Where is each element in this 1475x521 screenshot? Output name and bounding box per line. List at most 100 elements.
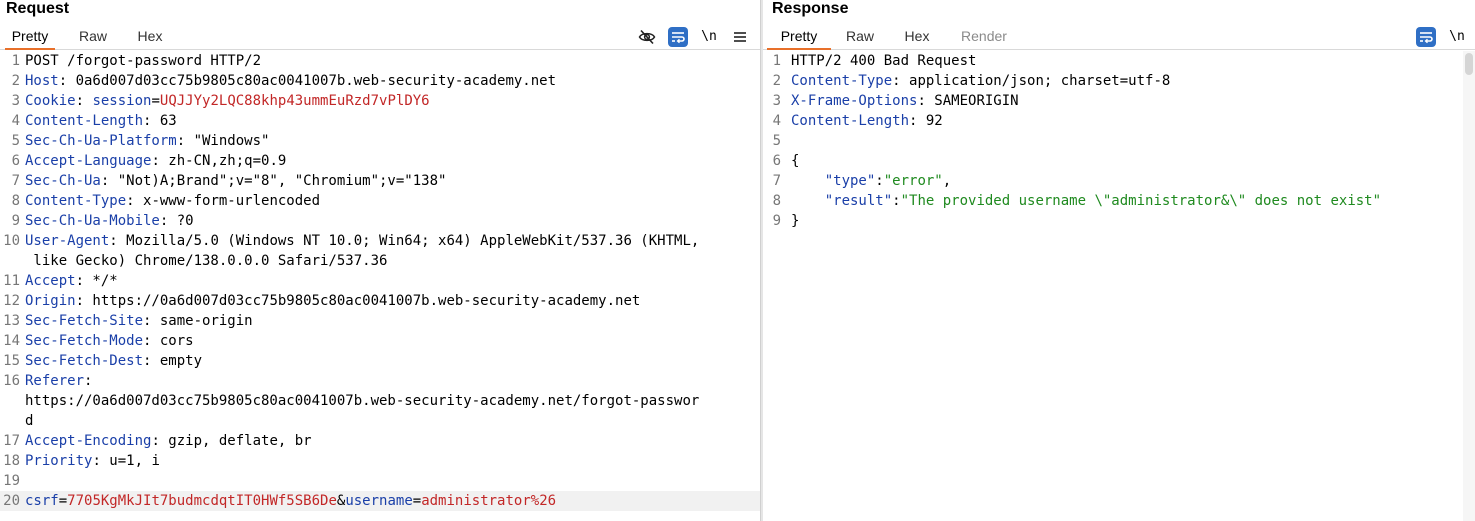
line-code[interactable]: "result":"The provided username \"admini…	[791, 191, 1381, 211]
line-code[interactable]: HTTP/2 400 Bad Request	[791, 51, 976, 71]
line-number: 17	[3, 433, 20, 449]
response-scrollbar[interactable]	[1463, 51, 1475, 521]
line-number: 18	[3, 453, 20, 469]
line-code[interactable]: Origin: https://0a6d007d03cc75b9805c80ac…	[25, 291, 640, 311]
line-code[interactable]: Content-Length: 92	[791, 111, 943, 131]
response-wrap-lines-button[interactable]	[1415, 26, 1437, 48]
line-code[interactable]: {	[791, 151, 799, 171]
code-token: Priority	[25, 453, 93, 469]
line-code[interactable]: Sec-Ch-Ua: "Not)A;Brand";v="8", "Chromiu…	[25, 171, 446, 191]
wrap-lines-button[interactable]	[667, 26, 689, 48]
hide-headers-button[interactable]	[636, 26, 658, 48]
line-code[interactable]: "type":"error",	[791, 171, 951, 191]
editor-line[interactable]: 2 Content-Type: application/json; charset…	[763, 71, 1475, 91]
line-number: 2	[11, 73, 20, 89]
editor-line[interactable]: like Gecko) Chrome/138.0.0.0 Safari/537.…	[0, 251, 760, 271]
editor-line[interactable]: 8 "result":"The provided username \"admi…	[763, 191, 1475, 211]
line-code[interactable]: POST /forgot-password HTTP/2	[25, 51, 261, 71]
line-code[interactable]: Accept: */*	[25, 271, 118, 291]
response-tab-raw[interactable]: Raw	[845, 28, 874, 44]
response-scroll-thumb[interactable]	[1465, 53, 1473, 75]
editor-line[interactable]: 3 Cookie: session=UQJJYy2LQC88khp43ummEuR…	[0, 91, 760, 111]
editor-line[interactable]: 17 Accept-Encoding: gzip, deflate, br	[0, 431, 760, 451]
line-code[interactable]: Accept-Language: zh-CN,zh;q=0.9	[25, 151, 286, 171]
editor-line[interactable]: 7 "type":"error",	[763, 171, 1475, 191]
code-token: : cors	[143, 333, 194, 349]
line-code[interactable]: Content-Type: application/json; charset=…	[791, 71, 1170, 91]
line-code[interactable]: d	[25, 411, 33, 431]
response-show-newlines-button[interactable]: \n	[1449, 29, 1465, 44]
editor-line[interactable]: d	[0, 411, 760, 431]
line-number: 9	[772, 213, 781, 229]
request-title: Request	[6, 0, 70, 17]
line-code[interactable]: Cookie: session=UQJJYy2LQC88khp43ummEuRz…	[25, 91, 430, 111]
editor-line[interactable]: 19	[0, 471, 760, 491]
line-code[interactable]: }	[791, 211, 799, 231]
code-token: csrf	[25, 493, 59, 509]
line-number: 10	[3, 233, 20, 249]
line-code[interactable]: User-Agent: Mozilla/5.0 (Windows NT 10.0…	[25, 231, 699, 251]
line-code[interactable]: csrf=7705KgMkJIt7budmcdqtIT0HWf5SB6De&us…	[25, 491, 556, 511]
line-code[interactable]: X-Frame-Options: SAMEORIGIN	[791, 91, 1019, 111]
line-code[interactable]: Sec-Fetch-Mode: cors	[25, 331, 194, 351]
editor-line[interactable]: 9}	[763, 211, 1475, 231]
line-code[interactable]: Sec-Ch-Ua-Mobile: ?0	[25, 211, 194, 231]
line-code[interactable]: https://0a6d007d03cc75b9805c80ac0041007b…	[25, 391, 699, 411]
response-tab-hex[interactable]: Hex	[904, 28, 930, 44]
line-number: 5	[772, 133, 781, 149]
line-code[interactable]: Sec-Fetch-Site: same-origin	[25, 311, 253, 331]
line-code[interactable]: Sec-Ch-Ua-Platform: "Windows"	[25, 131, 269, 151]
line-code[interactable]: Accept-Encoding: gzip, deflate, br	[25, 431, 312, 451]
response-tab-pretty[interactable]: Pretty	[767, 24, 831, 50]
editor-line[interactable]: 7 Sec-Ch-Ua: "Not)A;Brand";v="8", "Chromi…	[0, 171, 760, 191]
line-code[interactable]: Content-Type: x-www-form-urlencoded	[25, 191, 320, 211]
response-tabbar: Pretty Raw Hex Render \n	[763, 24, 1475, 50]
editor-line[interactable]: 5	[763, 131, 1475, 151]
line-number: 3	[11, 93, 20, 109]
editor-line[interactable]: https://0a6d007d03cc75b9805c80ac0041007b…	[0, 391, 760, 411]
line-code[interactable]: Sec-Fetch-Dest: empty	[25, 351, 202, 371]
line-code[interactable]: like Gecko) Chrome/138.0.0.0 Safari/537.…	[25, 251, 387, 271]
options-menu-button[interactable]	[729, 26, 751, 48]
show-newlines-button[interactable]: \n	[701, 29, 717, 44]
line-code[interactable]: Content-Length: 63	[25, 111, 177, 131]
editor-line[interactable]: 16 Referer:	[0, 371, 760, 391]
pane-divider[interactable]	[760, 0, 763, 521]
editor-line[interactable]: 18 Priority: u=1, i	[0, 451, 760, 471]
code-token: : empty	[143, 353, 203, 369]
line-number: 2	[772, 73, 781, 89]
request-tab-hex[interactable]: Hex	[137, 28, 163, 44]
code-token: administrator%26	[421, 493, 557, 509]
line-code[interactable]: Host: 0a6d007d03cc75b9805c80ac0041007b.w…	[25, 71, 556, 91]
line-number: 16	[3, 373, 20, 389]
editor-line[interactable]: 10 User-Agent: Mozilla/5.0 (Windows NT 10…	[0, 231, 760, 251]
editor-line[interactable]: 6{	[763, 151, 1475, 171]
line-number: 7	[11, 173, 20, 189]
response-tab-render[interactable]: Render	[961, 28, 1007, 44]
line-code[interactable]: Referer:	[25, 371, 92, 391]
request-tab-raw[interactable]: Raw	[78, 28, 107, 44]
request-tab-pretty[interactable]: Pretty	[5, 24, 55, 50]
line-code[interactable]: Priority: u=1, i	[25, 451, 160, 471]
code-token: Cookie	[25, 93, 76, 109]
code-token: Accept-Language	[25, 153, 152, 169]
editor-line[interactable]: 2 Host: 0a6d007d03cc75b9805c80ac0041007b.…	[0, 71, 760, 91]
code-token: Content-Type	[25, 193, 127, 209]
